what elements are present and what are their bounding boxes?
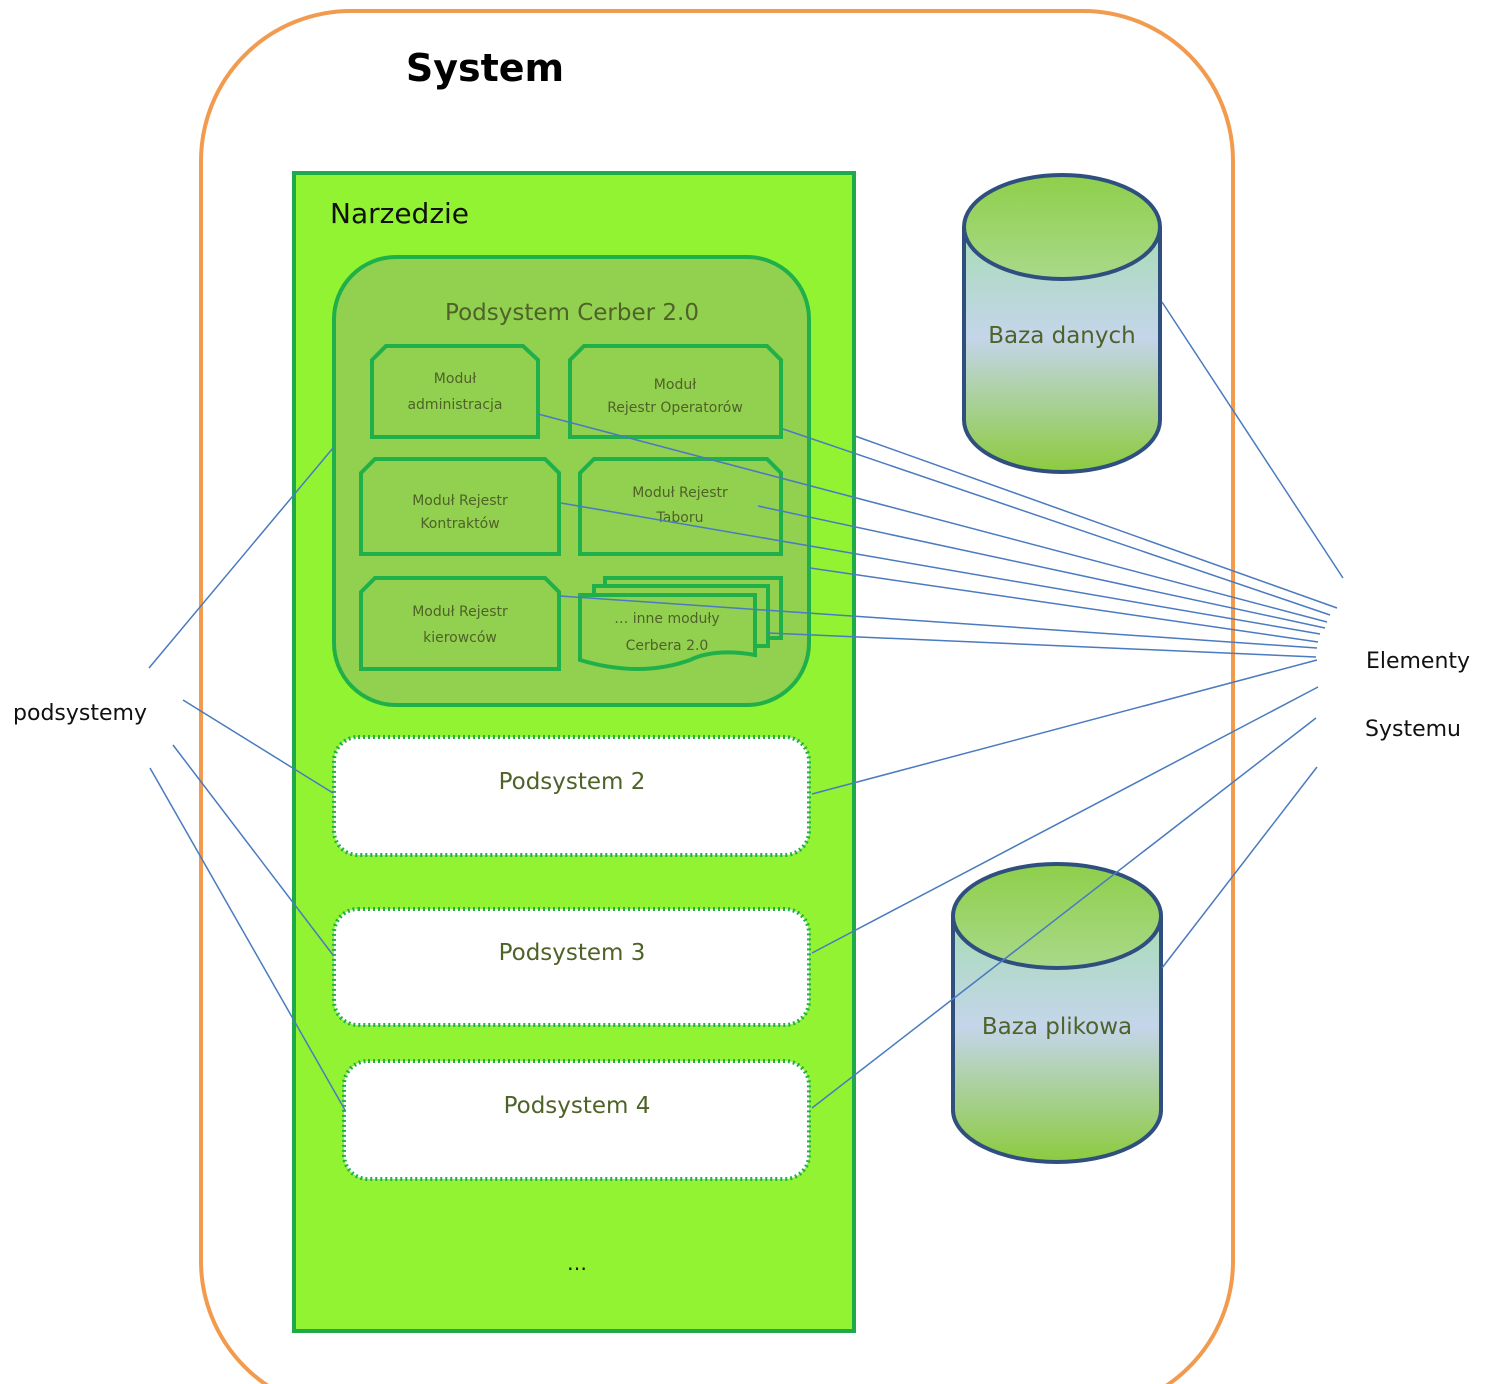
database-label: Baza danych (988, 323, 1135, 349)
subsystem-3 (332, 907, 811, 1027)
connector-lines (148, 301, 1344, 1111)
module-contracts-line2: Kontraktów (420, 516, 499, 532)
tool-ellipsis: … (567, 1251, 587, 1275)
module-fleet (578, 457, 783, 556)
subsystem-3-label: Podsystem 3 (499, 940, 646, 966)
subsystem-4 (342, 1059, 811, 1181)
elements-label-line2: Systemu (1365, 717, 1461, 742)
module-fleet-line1: Moduł Rejestr (632, 485, 728, 501)
module-drivers (359, 576, 561, 671)
subsystem-4-label: Podsystem 4 (504, 1093, 651, 1119)
database-cylinder (962, 173, 1162, 474)
module-contracts (359, 457, 561, 556)
subsystems-label: podsystemy (13, 701, 147, 726)
subsystem-2-label: Podsystem 2 (499, 769, 646, 795)
module-operators-line1: Moduł (654, 377, 696, 393)
module-drivers-line2: kierowców (423, 630, 497, 646)
tool-title: Narzedzie (330, 197, 469, 230)
cerber-title: Podsystem Cerber 2.0 (445, 300, 699, 326)
module-other-line1: … inne moduły (614, 611, 719, 627)
module-admin-line2: administracja (407, 397, 502, 413)
module-contracts-line1: Moduł Rejestr (412, 493, 508, 509)
module-admin (370, 344, 540, 439)
elements-label-line1: Elementy (1366, 649, 1470, 674)
file-storage-label: Baza plikowa (982, 1014, 1132, 1040)
module-admin-line1: Moduł (434, 371, 476, 387)
module-drivers-line1: Moduł Rejestr (412, 604, 508, 620)
file-storage-cylinder (951, 862, 1163, 1164)
module-other-line2: Cerbera 2.0 (626, 638, 709, 654)
module-operators-line2: Rejestr Operatorów (607, 400, 743, 416)
module-operators (568, 344, 783, 439)
system-title: System (406, 46, 564, 90)
subsystem-2 (332, 735, 811, 857)
